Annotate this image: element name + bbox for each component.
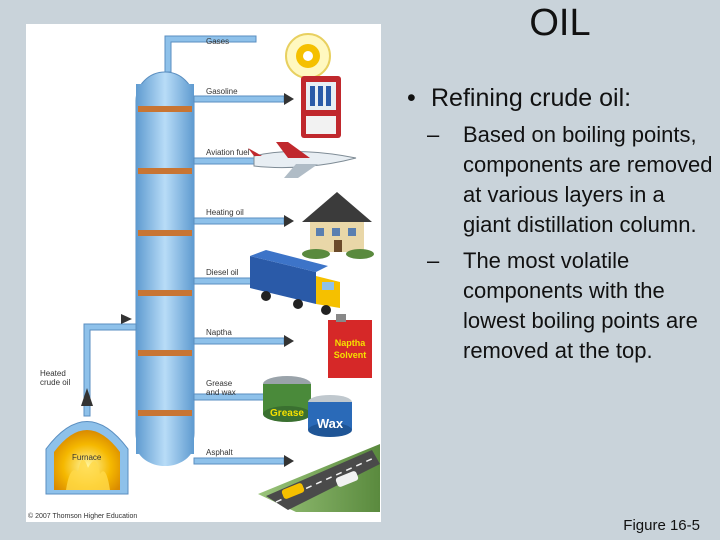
subbullet-boiling-points: – Based on boiling points, components ar… [405, 120, 715, 240]
dash-2: – [427, 248, 440, 273]
bullet-refining: Refining crude oil: [405, 82, 715, 114]
distillation-column [135, 71, 195, 466]
wax-tin-icon: Wax [308, 395, 352, 437]
label-naptha: Naptha [206, 328, 232, 337]
label-asphalt: Asphalt [206, 448, 233, 457]
naptha-can-label-1: Naptha [335, 338, 366, 348]
label-grease-2: and wax [206, 388, 236, 397]
wax-tin-label: Wax [317, 416, 344, 431]
grease-tin-label: Grease [270, 408, 304, 419]
inlet-arrow [121, 314, 132, 324]
naptha-can-icon: Naptha Solvent [328, 314, 372, 378]
label-diesel-oil: Diesel oil [206, 268, 239, 277]
label-gasoline: Gasoline [206, 87, 238, 96]
airplane-icon [248, 142, 357, 178]
label-heated-1: Heated [40, 369, 66, 378]
label-gases: Gases [206, 37, 229, 46]
heated-arrow [81, 388, 93, 406]
copyright-text: © 2007 Thomson Higher Education [28, 512, 137, 520]
distillation-figure: Gases Gasoline Aviation fuel Heating oil… [26, 24, 381, 522]
label-furnace: Furnace [72, 453, 102, 462]
crude-oil-inlet-pipe [83, 323, 137, 417]
house-icon [302, 192, 374, 259]
label-heated-2: crude oil [40, 378, 70, 387]
tray-bands [138, 106, 192, 416]
truck-icon [250, 250, 340, 315]
label-aviation-fuel: Aviation fuel [206, 148, 250, 157]
subbullet-volatile: – The most volatile components with the … [405, 246, 715, 366]
furnace-icon [45, 421, 129, 495]
label-heating-oil: Heating oil [206, 208, 244, 217]
dash-1: – [427, 122, 440, 147]
subbullet-2-text: The most volatile components with the lo… [463, 248, 698, 363]
distillation-diagram: Gases Gasoline Aviation fuel Heating oil… [28, 33, 380, 520]
label-grease-1: Grease [206, 379, 233, 388]
gas-pump-icon [301, 76, 341, 138]
slide-title: OIL [529, 2, 591, 44]
bullet-list: Refining crude oil: – Based on boiling p… [405, 82, 715, 366]
grease-tin-icon: Grease [263, 376, 311, 422]
figure-reference: Figure 16-5 [623, 517, 700, 534]
subbullet-1-text: Based on boiling points, components are … [463, 122, 713, 237]
gas-flame-icon [285, 33, 331, 79]
naptha-can-label-2: Solvent [334, 350, 367, 360]
asphalt-road-icon [258, 444, 380, 512]
